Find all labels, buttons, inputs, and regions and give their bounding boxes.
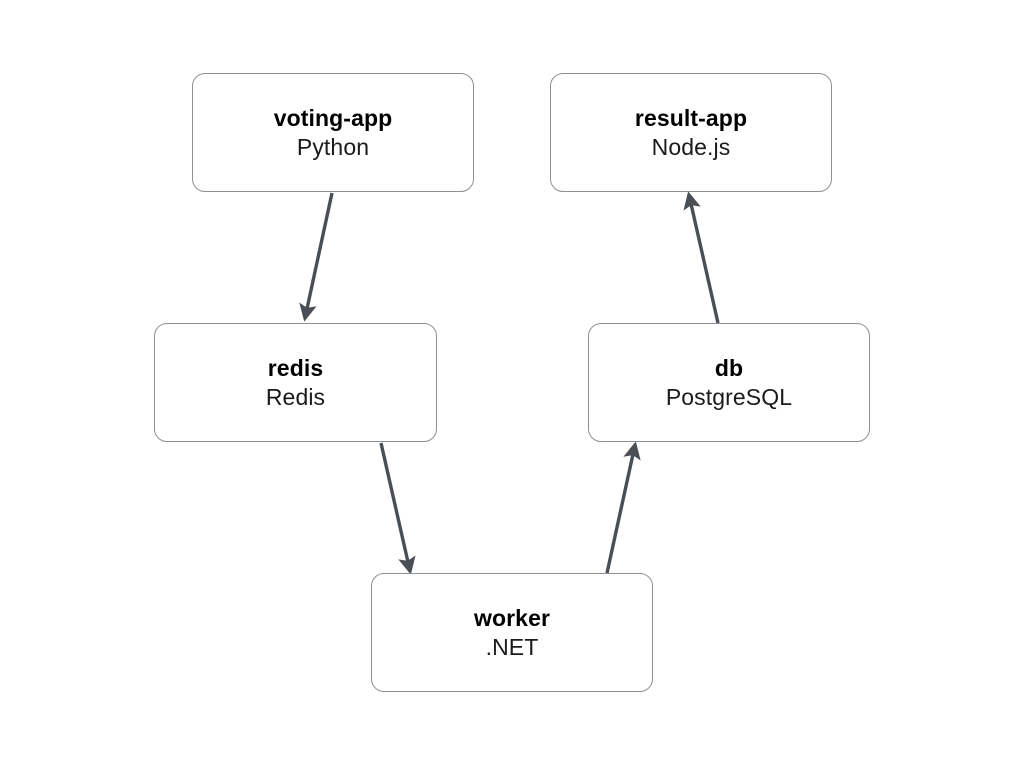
- edge-worker-to-db: [605, 441, 641, 574]
- node-subtitle: Python: [296, 133, 370, 160]
- node-subtitle: PostgreSQL: [665, 383, 793, 410]
- node-result-app[interactable]: result-app Node.js: [550, 73, 832, 192]
- node-title: redis: [267, 355, 324, 382]
- edge-voting-app-to-redis: [299, 192, 334, 322]
- node-title: worker: [473, 605, 551, 632]
- node-title: voting-app: [273, 105, 393, 132]
- node-voting-app[interactable]: voting-app Python: [192, 73, 474, 192]
- node-title: db: [714, 355, 744, 382]
- edge-db-to-result-app: [683, 191, 720, 324]
- node-subtitle: .NET: [485, 633, 539, 660]
- node-redis[interactable]: redis Redis: [154, 323, 437, 442]
- node-title: result-app: [634, 105, 748, 132]
- node-worker[interactable]: worker .NET: [371, 573, 653, 692]
- node-subtitle: Node.js: [651, 133, 731, 160]
- node-db[interactable]: db PostgreSQL: [588, 323, 870, 442]
- edge-redis-to-worker: [379, 442, 416, 575]
- node-subtitle: Redis: [265, 383, 326, 410]
